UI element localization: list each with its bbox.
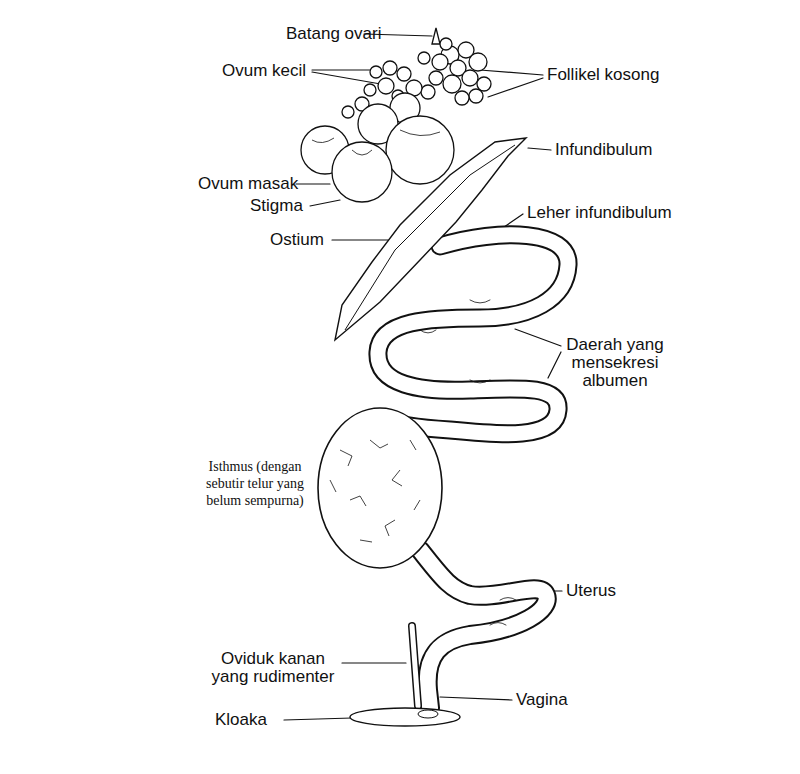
- part-label: Kloaka: [215, 711, 267, 729]
- part-label: Uterus: [566, 582, 616, 600]
- leader-lines: [284, 34, 562, 720]
- part-label: Leher infundibulum: [527, 204, 672, 222]
- infundibulum-funnel: [335, 138, 526, 340]
- part-label: Ovum kecil: [222, 62, 306, 80]
- part-label: Ovum masak: [198, 175, 298, 193]
- bulb-texture: [330, 440, 420, 542]
- part-label: Follikel kosong: [547, 66, 659, 84]
- part-label: Daerah yang mensekresi albumen: [565, 336, 665, 390]
- part-label: Stigma: [250, 197, 303, 215]
- infundibulum-fold: [345, 145, 515, 330]
- part-label: Batang ovari: [286, 25, 381, 43]
- isthmus-bulb: [318, 408, 442, 568]
- part-label: Isthmus (dengan sebutir telur yang belum…: [190, 458, 320, 509]
- cloaca: [350, 708, 460, 726]
- part-label: Infundibulum: [555, 141, 652, 159]
- cloaca-opening: [418, 710, 438, 718]
- part-label: Vagina: [516, 691, 568, 709]
- part-label: Ostium: [270, 231, 324, 249]
- part-label: Oviduk kanan yang rudimenter: [208, 650, 338, 686]
